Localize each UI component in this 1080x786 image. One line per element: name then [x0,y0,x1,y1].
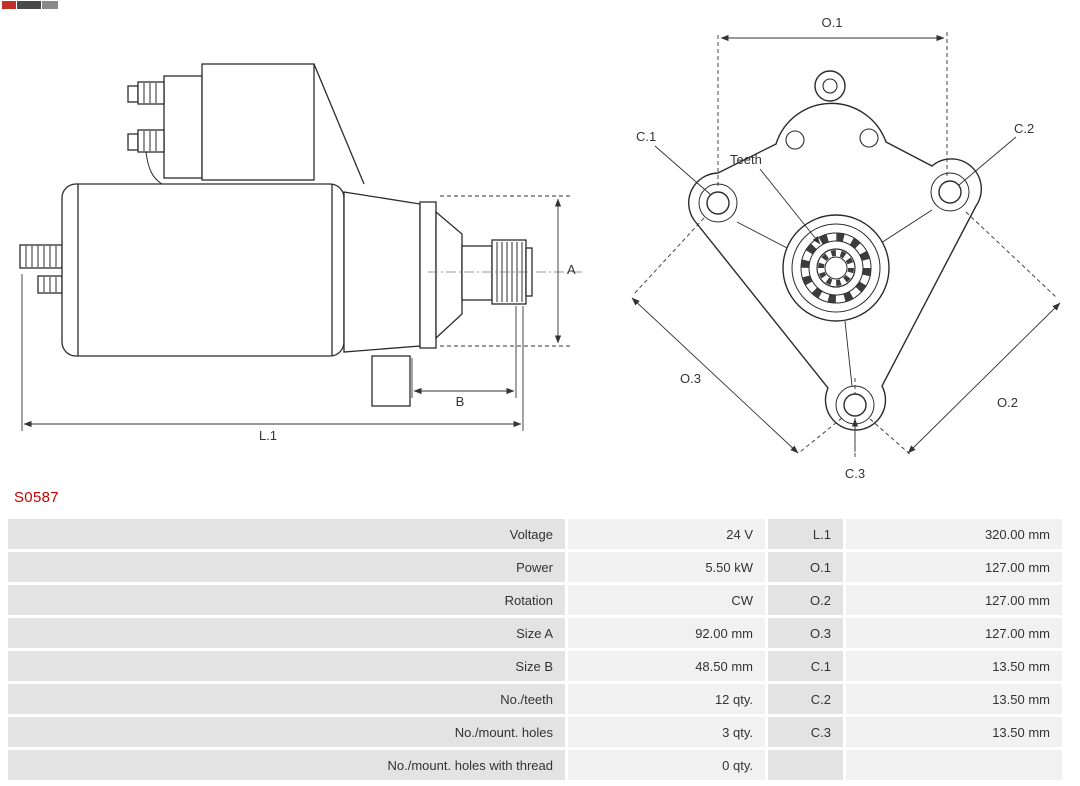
as-pl-logo-icon [2,1,58,9]
spec-dim-label: C.2 [768,684,843,714]
table-row: Size A 92.00 mm O.3 127.00 mm [8,618,1062,648]
spec-dim-label [768,750,843,780]
spec-value: 48.50 mm [568,651,765,681]
spec-label: No./teeth [8,684,565,714]
spec-dim-value: 13.50 mm [846,684,1062,714]
spec-table: Voltage 24 V L.1 320.00 mm Power 5.50 kW… [8,519,1062,780]
spec-value: CW [568,585,765,615]
spec-label: No./mount. holes with thread [8,750,565,780]
spec-label: Size B [8,651,565,681]
front-view-dimensions [631,32,1061,458]
side-view-drawing [19,63,533,407]
spec-label: Size A [8,618,565,648]
table-row: Power 5.50 kW O.1 127.00 mm [8,552,1062,582]
logo-segment [17,1,41,9]
spec-dim-label: O.3 [768,618,843,648]
table-row: No./mount. holes with thread 0 qty. [8,750,1062,780]
spec-value: 92.00 mm [568,618,765,648]
spec-label: Power [8,552,565,582]
dim-label-c1: C.1 [636,129,656,144]
spec-dim-label: O.1 [768,552,843,582]
logo-segment [42,1,58,9]
table-row: No./mount. holes 3 qty. C.3 13.50 mm [8,717,1062,747]
dim-label-a: A [567,262,576,277]
spec-dim-value: 320.00 mm [846,519,1062,549]
logo-segment [2,1,16,9]
spec-dim-label: C.3 [768,717,843,747]
spec-dim-value: 13.50 mm [846,717,1062,747]
technical-drawing: A B L.1 [19,15,1061,481]
spec-value: 0 qty. [568,750,765,780]
spec-label: No./mount. holes [8,717,565,747]
table-row: Rotation CW O.2 127.00 mm [8,585,1062,615]
dim-label-o2: O.2 [997,395,1018,410]
dim-label-teeth: Teeth [730,152,762,167]
spec-dim-value: 127.00 mm [846,585,1062,615]
part-number: S0587 [14,489,59,506]
table-row: Size B 48.50 mm C.1 13.50 mm [8,651,1062,681]
table-row: Voltage 24 V L.1 320.00 mm [8,519,1062,549]
dim-label-c2: C.2 [1014,121,1034,136]
spec-dim-label: O.2 [768,585,843,615]
dim-label-b: B [456,394,465,409]
spec-value: 5.50 kW [568,552,765,582]
dim-label-c3: C.3 [845,466,865,481]
table-row: No./teeth 12 qty. C.2 13.50 mm [8,684,1062,714]
dim-label-l1: L.1 [259,428,277,443]
spec-label: Voltage [8,519,565,549]
spec-value: 3 qty. [568,717,765,747]
spec-dim-label: C.1 [768,651,843,681]
spec-dim-value [846,750,1062,780]
spec-dim-value: 13.50 mm [846,651,1062,681]
dim-label-o1: O.1 [822,15,843,30]
spec-dim-value: 127.00 mm [846,552,1062,582]
spec-value: 24 V [568,519,765,549]
front-view-drawing [688,70,983,431]
spec-label: Rotation [8,585,565,615]
side-view-dimensions [21,195,572,431]
spec-value: 12 qty. [568,684,765,714]
dim-label-o3: O.3 [680,371,701,386]
spec-dim-value: 127.00 mm [846,618,1062,648]
spec-dim-label: L.1 [768,519,843,549]
